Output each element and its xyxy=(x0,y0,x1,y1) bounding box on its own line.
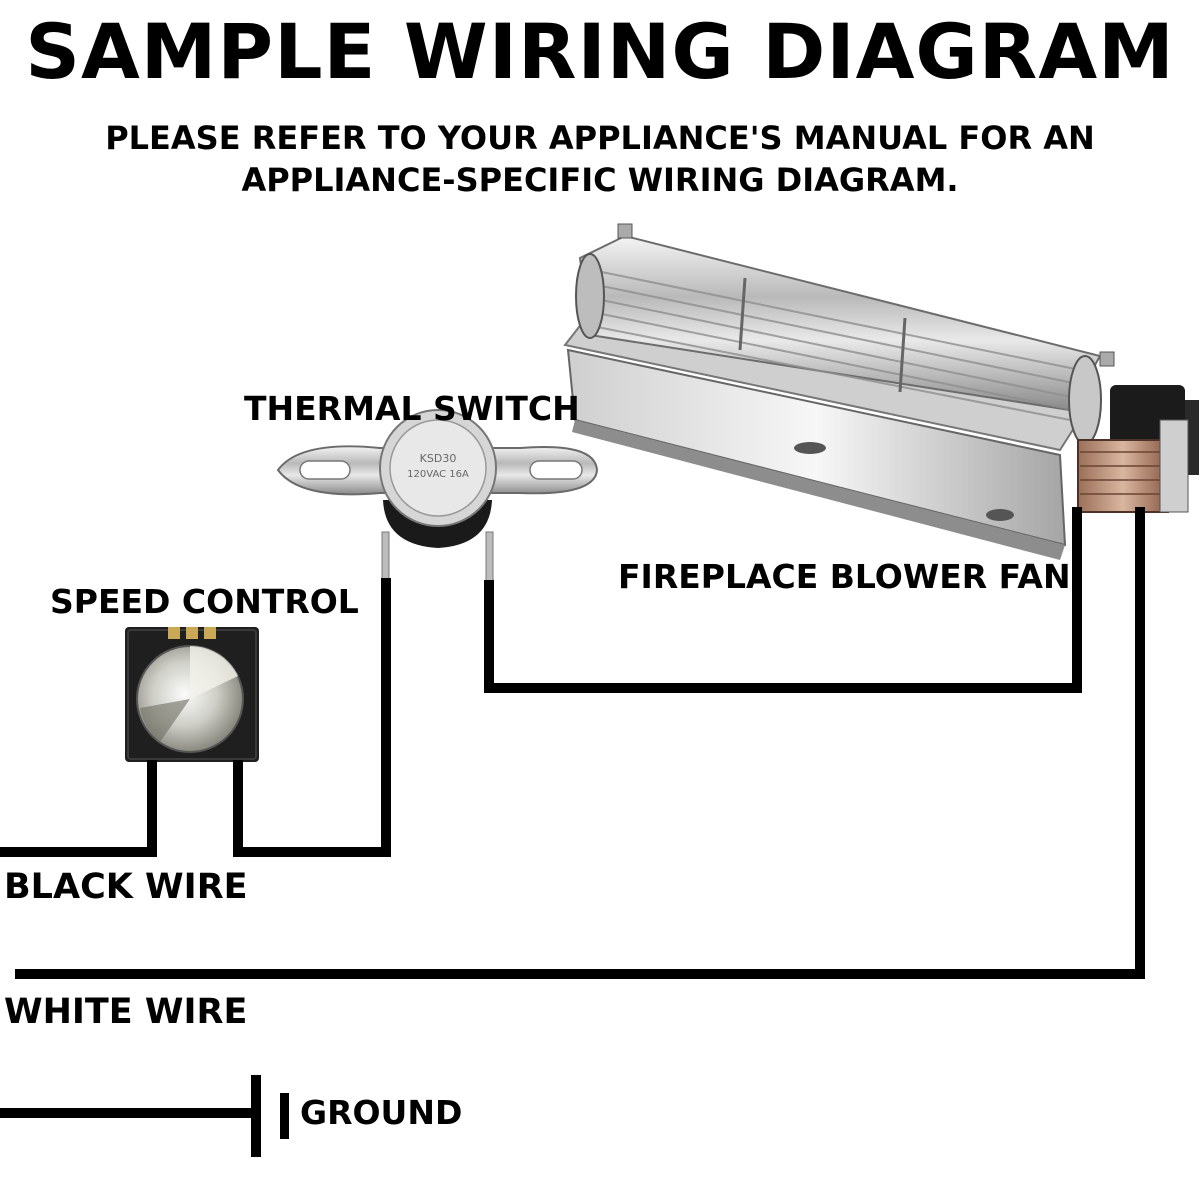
wire-thermal-to-fan xyxy=(484,507,1082,693)
wires xyxy=(0,507,1145,1157)
thermal-marking-rating: 120VAC 16A xyxy=(407,469,469,480)
wire-black-line xyxy=(0,760,157,857)
ground-plate-short xyxy=(280,1093,289,1139)
diagram-title: SAMPLE WIRING DIAGRAM xyxy=(25,7,1175,96)
thermal-switch-image: KSD30 120VAC 16A xyxy=(276,409,599,583)
speed-control-image xyxy=(125,627,259,762)
label-speed-control: SPEED CONTROL xyxy=(50,582,359,621)
diagram-subtitle: PLEASE REFER TO YOUR APPLIANCE'S MANUAL … xyxy=(0,118,1200,201)
subtitle-line-2: APPLIANCE-SPECIFIC WIRING DIAGRAM. xyxy=(241,160,959,199)
blower-fan-image xyxy=(563,223,1199,560)
wire-thermal-to-speed-control xyxy=(233,578,391,857)
wire-white-line xyxy=(15,507,1145,979)
label-ground: GROUND xyxy=(300,1093,463,1132)
label-thermal-switch: THERMAL SWITCH xyxy=(244,389,580,428)
label-black-wire: BLACK WIRE xyxy=(4,867,248,907)
label-white-wire: WHITE WIRE xyxy=(4,992,248,1032)
thermal-marking-model: KSD30 xyxy=(420,452,457,465)
subtitle-line-1: PLEASE REFER TO YOUR APPLIANCE'S MANUAL … xyxy=(105,119,1095,157)
label-blower-fan: FIREPLACE BLOWER FAN xyxy=(618,557,1071,596)
